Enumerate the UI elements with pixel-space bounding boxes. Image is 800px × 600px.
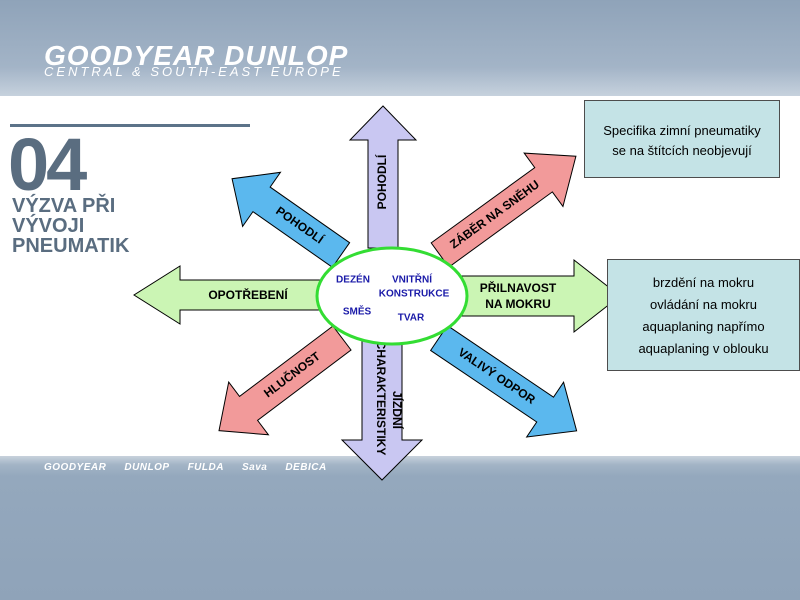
arrow-left (133, 265, 323, 325)
hub-ellipse (315, 246, 469, 346)
hub-label-konstrukce: KONSTRUKCE (379, 289, 450, 300)
arrow-lower-left: HLUČNOST (218, 325, 352, 436)
arrow-down-label-2: CHARAKTERISTIKY (374, 341, 388, 456)
wet-grip-details-box: brzdění na mokru ovládání na mokru aquap… (607, 259, 800, 371)
arrow-right-label-2: NA MOKRU (485, 297, 551, 311)
section-number: 04 (8, 123, 87, 206)
header-band (0, 0, 800, 96)
fulda-logo: FULDA (187, 461, 224, 473)
hub-label-dezen: DEZÉN (336, 273, 370, 286)
section-title: VÝZVA PŘI VÝVOJI PNEUMATIK (12, 196, 212, 256)
arrow-right (461, 258, 621, 334)
brand-logo-strip: GOODYEAR DUNLOP FULDA Sava DEBICA (44, 460, 327, 474)
section-title-line-1: VÝZVA PŘI (12, 195, 116, 217)
debica-logo: DEBICA (285, 461, 327, 473)
winter-tire-note-line-1: Specifika zimní pneumatiky (603, 123, 761, 138)
arrow-upper-right: ZÁBĚR NA SNĚHU (430, 152, 577, 268)
arrow-upper-right-label: ZÁBĚR NA SNĚHU (447, 176, 542, 251)
arrow-up-label: POHODLÍ (374, 154, 389, 209)
hub-label-smes: SMĚS (343, 305, 372, 318)
footer-band (0, 456, 800, 600)
winter-tire-note-line-2: se na štítcích neobjevují (612, 143, 752, 158)
sava-logo: Sava (241, 461, 268, 473)
wet-grip-detail-4: aquaplaning v oblouku (638, 341, 769, 356)
section-rule (10, 124, 250, 127)
dunlop-logo: DUNLOP (124, 461, 170, 473)
hub-label-vnitrni: VNITŘNÍ (392, 273, 432, 286)
section-title-line-2: VÝVOJI (12, 215, 85, 237)
arrow-down (340, 339, 424, 481)
arrow-left-label: OPOTŘEBENÍ (208, 287, 288, 302)
section-title-line-3: PNEUMATIK (12, 235, 130, 257)
arrow-lower-right: VALIVÝ ODPOR (429, 324, 578, 438)
goodyear-logo: GOODYEAR (44, 461, 107, 473)
wet-grip-detail-2: ovládání na mokru (650, 297, 757, 312)
brand-title: GOODYEAR DUNLOP (44, 40, 349, 71)
arrow-up (348, 105, 418, 249)
wet-grip-detail-1: brzdění na mokru (652, 275, 755, 290)
hub-label-tvar: TVAR (398, 313, 425, 324)
brand-subtitle: CENTRAL & SOUTH-EAST EUROPE (44, 64, 344, 79)
arrow-right-label-1: PŘILNAVOST (480, 280, 557, 295)
winter-tire-note-box: Specifika zimní pneumatiky se na štítcíc… (584, 100, 780, 178)
arrow-down-label-1: JÍZDNÍ (390, 391, 405, 430)
wet-grip-detail-3: aquaplaning napřímo (642, 319, 765, 334)
